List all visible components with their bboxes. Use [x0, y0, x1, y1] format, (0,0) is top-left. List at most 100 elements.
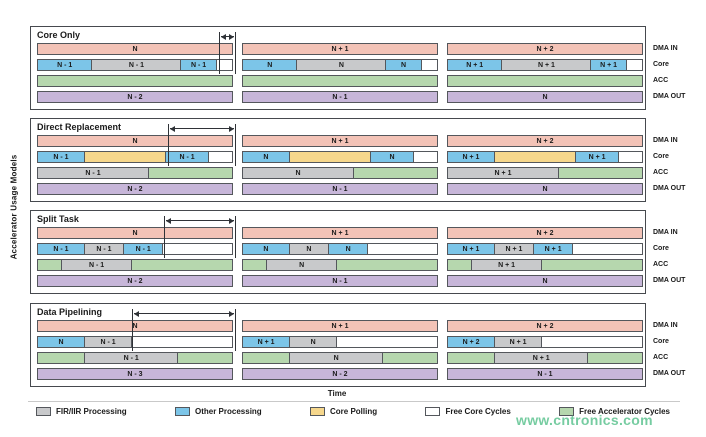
segment-label: N + 1: [331, 137, 349, 145]
segment-label: N + 1: [462, 153, 480, 161]
segment-label: N + 1: [257, 338, 275, 346]
free-acc-segment: [447, 259, 473, 271]
free-acc-segment: [242, 75, 438, 87]
other-segment: N - 1: [37, 59, 93, 71]
segment-label: N - 1: [96, 245, 112, 253]
other-segment: N - 1: [37, 243, 85, 255]
segment-label: N: [58, 338, 64, 346]
latency-arrow: [219, 32, 236, 74]
x-axis-label: Time: [327, 389, 347, 398]
panel-title: Direct Replacement: [37, 122, 122, 132]
time-slot: N + 1 N + 1 N + 1: [447, 243, 644, 255]
other-segment: N - 1: [37, 151, 85, 163]
time-slot: N + 1: [447, 352, 643, 364]
dma-out-segment: N - 3: [37, 368, 233, 380]
segment-label: N: [263, 245, 269, 253]
arrow-line: [166, 220, 234, 221]
dma-in-segment: N + 2: [447, 320, 643, 332]
other-segment: N + 1: [590, 59, 627, 71]
free-acc-segment: [447, 352, 496, 364]
time-slot: N - 2: [37, 275, 233, 287]
dma-in-row: N N + 1 N + 2: [37, 43, 643, 55]
row-label-acc: ACC: [653, 261, 669, 268]
free-acc-segment: [541, 259, 644, 271]
fir-segment: N - 1: [83, 243, 125, 255]
time-slot: N - 1: [447, 368, 643, 380]
segment-label: N: [542, 93, 548, 101]
time-slot: N: [447, 91, 643, 103]
free-core-segment: [625, 59, 643, 71]
segment-label: N: [338, 61, 344, 69]
poll-segment: [288, 151, 372, 163]
arrow-line: [221, 36, 234, 37]
time-slot: N + 1: [242, 320, 438, 332]
latency-arrow: [164, 216, 236, 258]
fir-segment: N + 1: [494, 352, 589, 364]
segment-label: N + 2: [462, 338, 480, 346]
other-segment: N + 1: [533, 243, 574, 255]
segment-label: N + 1: [462, 245, 480, 253]
time-slot: N - 1 N - 1 N - 1: [37, 59, 233, 71]
segment-label: N - 2: [127, 93, 143, 101]
time-slot: N: [447, 183, 643, 195]
free-acc-segment: [558, 167, 643, 179]
segment-label: N: [132, 45, 138, 53]
other-segment: N - 1: [180, 59, 217, 71]
segment-label: N - 1: [128, 61, 144, 69]
fir-segment: N: [266, 259, 338, 271]
segment-label: N + 1: [532, 354, 550, 362]
polling-swatch-icon: [310, 407, 325, 416]
free-core-segment: [131, 336, 233, 348]
other-swatch-icon: [175, 407, 190, 416]
row-label-dma-in: DMA IN: [653, 229, 678, 236]
segment-label: N + 1: [600, 61, 617, 69]
segment-label: N + 2: [536, 229, 554, 237]
arrow-head-left-icon: [221, 34, 226, 40]
watermark: www.cntronics.com: [516, 412, 653, 428]
row-label-acc: ACC: [653, 77, 669, 84]
dma-in-segment: N: [37, 135, 233, 147]
segment-label: N - 1: [332, 277, 348, 285]
fir-segment: N + 1: [471, 259, 543, 271]
other-segment: N: [370, 151, 415, 163]
segment-label: N + 1: [331, 45, 349, 53]
free-core-segment: [413, 151, 438, 163]
time-slot: [37, 75, 233, 87]
row-label-acc: ACC: [653, 169, 669, 176]
segment-label: N + 2: [536, 137, 554, 145]
segment-label: N - 1: [537, 370, 553, 378]
time-slot: N + 2: [447, 43, 643, 55]
row-label-dma-out: DMA OUT: [653, 93, 686, 100]
fir-segment: N: [296, 59, 387, 71]
segment-label: N: [345, 245, 351, 253]
segment-label: N - 1: [332, 185, 348, 193]
segment-label: N: [263, 153, 269, 161]
legend-label: Free Core Cycles: [445, 407, 511, 416]
segment-label: N: [333, 354, 339, 362]
segment-label: N + 1: [494, 169, 512, 177]
time-slot: N: [37, 227, 233, 239]
fir-segment: N: [289, 336, 338, 348]
legend-label: Free Accelerator Cycles: [579, 407, 670, 416]
dma-out-segment: N - 2: [37, 91, 233, 103]
time-slot: N + 1: [242, 227, 438, 239]
arrow-head-left-icon: [166, 218, 171, 224]
free-core-segment: [420, 59, 438, 71]
segment-label: N + 1: [505, 245, 523, 253]
segment-label: N: [295, 169, 301, 177]
other-segment: N: [385, 59, 422, 71]
dma-out-segment: N - 1: [447, 368, 643, 380]
time-slot: N: [242, 167, 438, 179]
other-segment: N: [328, 243, 369, 255]
time-slot: N - 2: [37, 91, 233, 103]
segment-label: N: [389, 153, 395, 161]
fir-segment: N: [242, 167, 355, 179]
time-slot: N: [37, 43, 233, 55]
